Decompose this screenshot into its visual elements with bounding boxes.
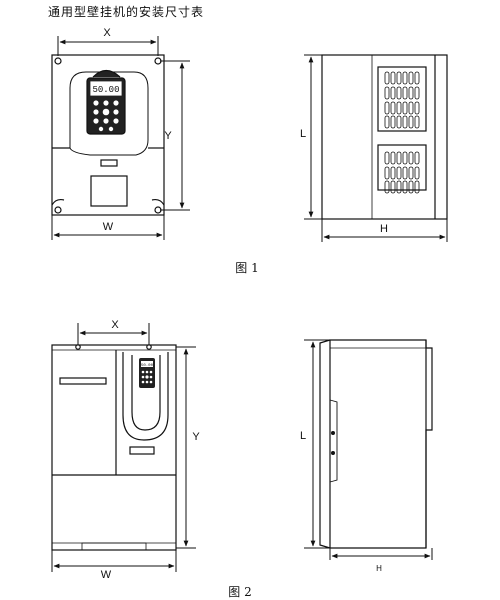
fig2-dim-y [176,346,196,549]
fig1-front-body [51,54,165,216]
fig1-dim-x [57,36,159,56]
fig2-dim-x-label: X [111,319,119,331]
fig1-dim-l-label: L [300,128,306,140]
fig1-dim-y-label: Y [164,130,172,142]
fig1-side-body [321,54,448,220]
figure-2: 50.00 X W Y [51,319,433,599]
fig2-keypad [139,358,155,388]
fig2-dim-l-label: L [300,430,306,442]
fig2-dim-x [77,323,150,345]
fig2-dim-l [304,339,330,549]
fig1-dim-l [304,54,322,220]
fig2-front-body [51,344,177,551]
fig1-side-view [321,54,448,220]
fig2-front-view [51,344,177,551]
fig1-dim-x-label: X [103,27,111,39]
fig2-side-view [319,339,433,549]
fig1-dim-w-label: W [103,221,114,233]
fig2-caption: 图 2 [228,585,251,599]
fig1-dim-h [321,219,448,242]
fig1-keypad-display-value: 50.00 [92,85,119,95]
fig2-side-body [329,339,433,549]
fig1-dim-h-label: H [380,223,388,235]
fig2-dim-h [329,548,433,560]
fig1-front-view [51,54,165,216]
page-title: 通用型壁挂机的安装尺寸表 [48,5,205,19]
fig2-keypad-display-value: 50.00 [141,364,154,368]
figure-1: 50.00 X W Y [51,27,448,275]
fig2-dim-y-label: Y [192,431,200,443]
fig1-vent-slots [384,71,420,194]
fig1-caption: 图 1 [235,261,258,275]
fig2-side-fasteners [331,431,335,455]
fig1-dim-w [51,215,165,240]
fig1-dim-y [160,60,190,211]
fig2-dim-w [51,550,177,572]
fig2-dim-w-label: W [101,569,112,581]
fig2-dim-h-label: H [376,564,382,573]
